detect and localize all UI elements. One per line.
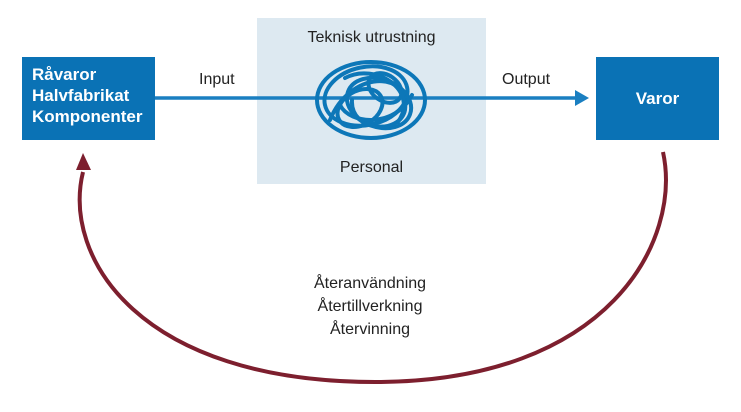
feedback-label: Återanvändning: [313, 275, 427, 292]
feedback-loop-arc: [77, 151, 668, 385]
input-node-line: Komponenter: [32, 107, 143, 126]
flow-arrowhead: [575, 90, 589, 106]
feedback-label: Återtillverkning: [317, 298, 423, 315]
feedback-label: Återvinning: [329, 321, 411, 338]
feedback-arrowhead: [76, 153, 91, 170]
process-panel: [257, 18, 486, 184]
input-node-line: Råvaror: [32, 65, 97, 84]
tangle-scribble-icon: [315, 60, 427, 140]
input-edge-label: Input: [199, 71, 235, 88]
process-title: Teknisk utrustning: [307, 29, 436, 46]
input-node-line: Halvfabrikat: [32, 86, 130, 105]
input-node: Råvaror Halvfabrikat Komponenter: [22, 57, 155, 140]
feedback-labels: Återanvändning Återtillverkning Återvinn…: [270, 272, 470, 341]
process-footer-label: Personal: [339, 159, 404, 176]
output-edge-label: Output: [502, 71, 551, 88]
output-node-label: Varor: [635, 89, 680, 108]
output-node: Varor: [596, 57, 719, 140]
